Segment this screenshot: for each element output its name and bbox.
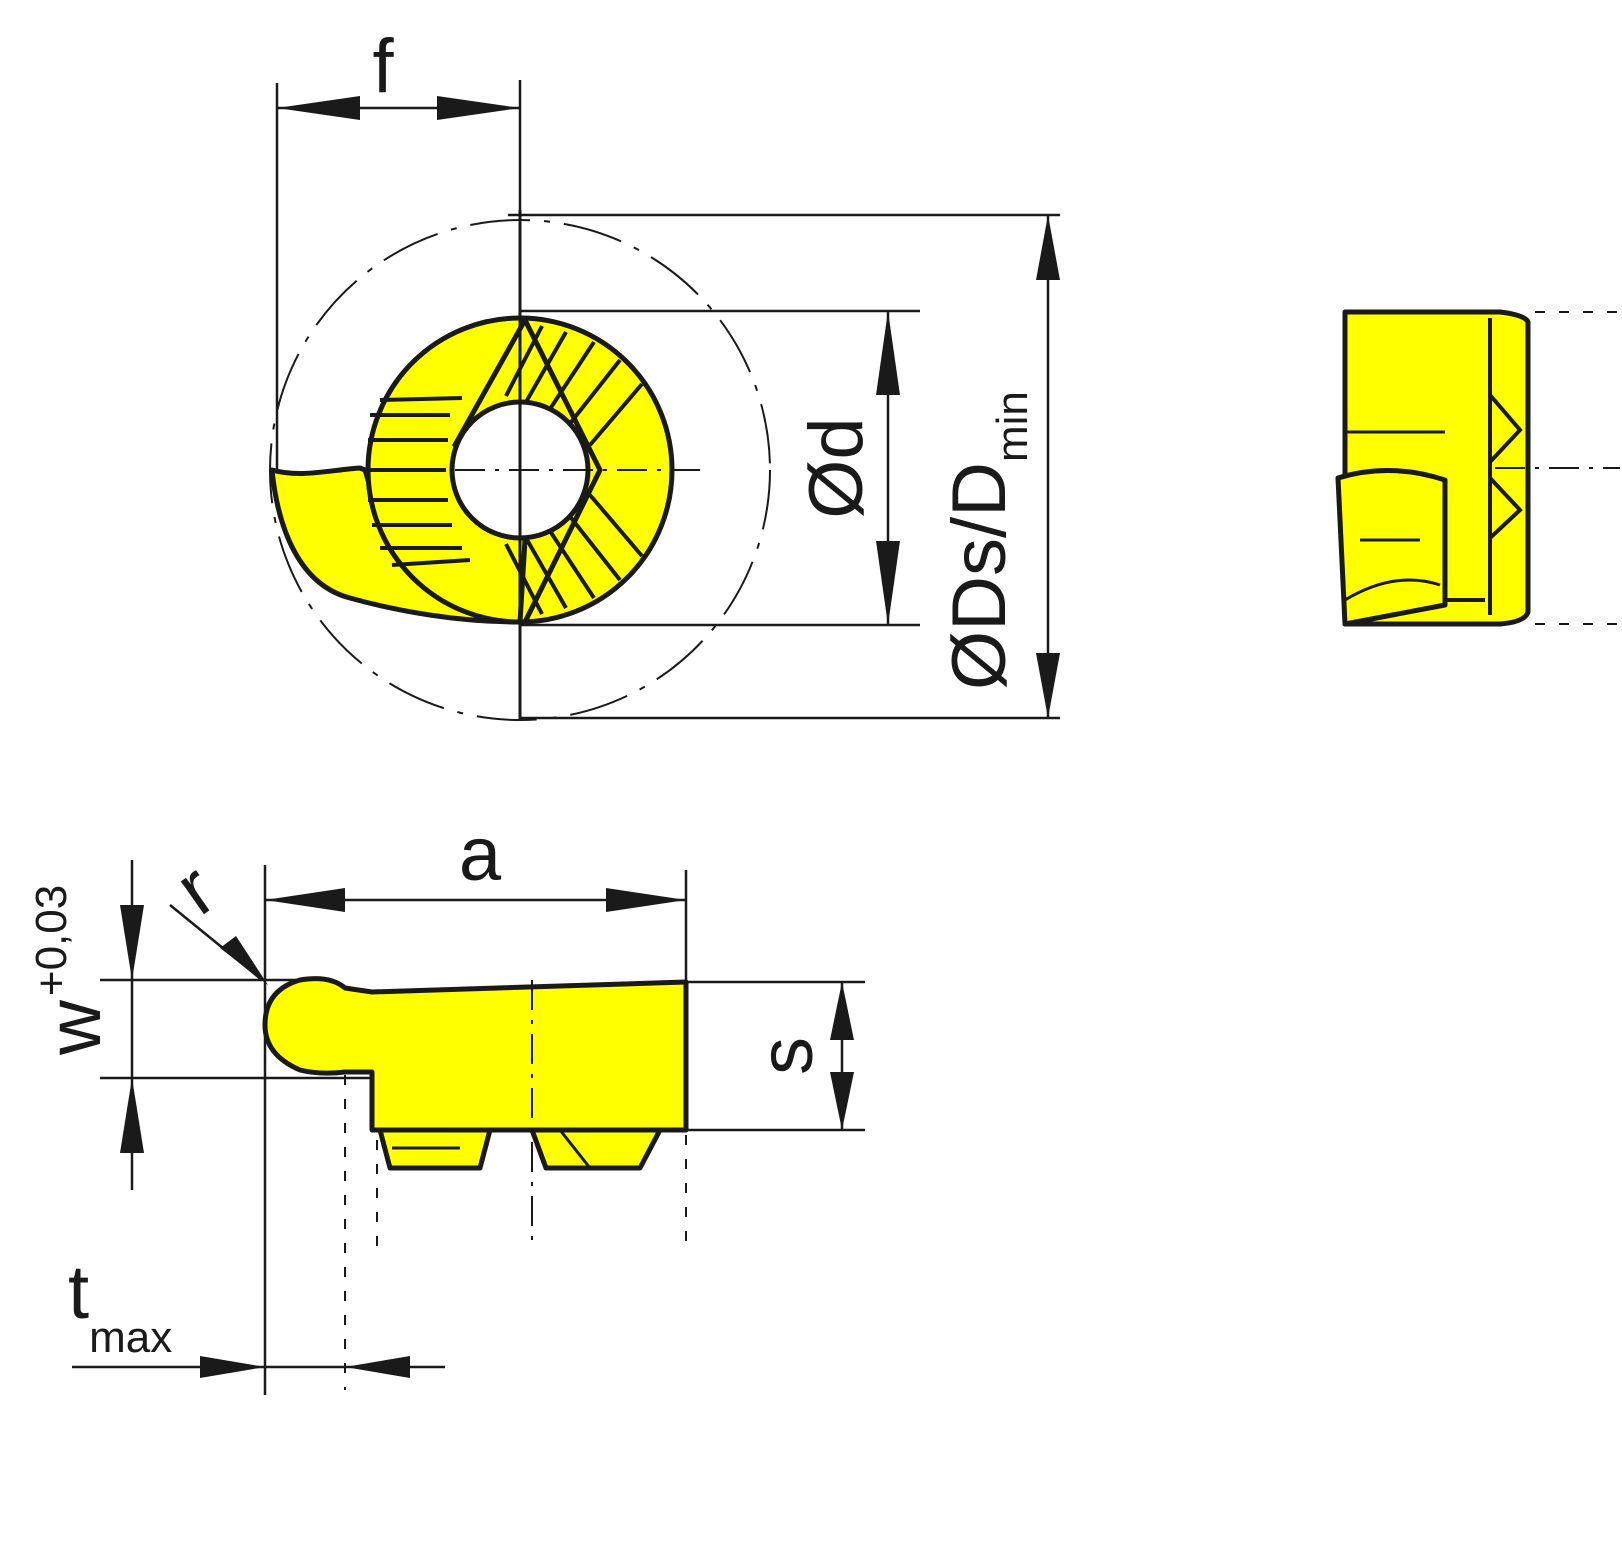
- label-t-subscript: max: [89, 1313, 172, 1362]
- left-ring-slots: [366, 396, 471, 567]
- profile-body: [262, 976, 689, 1133]
- insert-side-view: [1335, 309, 1620, 627]
- right-ring-slots: [504, 325, 644, 615]
- label-f: f: [372, 24, 394, 109]
- label-Ds: ØDs/Dmin: [937, 391, 1037, 690]
- label-Ds-subscript: min: [988, 391, 1037, 462]
- side-front-face: [1335, 467, 1448, 627]
- label-s: s: [744, 1037, 829, 1075]
- label-t: tmax: [68, 1250, 172, 1362]
- label-w-tolerance: +0,03: [27, 885, 76, 996]
- label-d: Ød: [794, 417, 879, 518]
- label-w: w+0,03: [27, 885, 117, 1056]
- label-a: a: [459, 812, 502, 897]
- insert-top-view: f Ød ØDs/Dmin: [269, 24, 1060, 721]
- profile-teeth: [377, 1127, 663, 1171]
- insert-profile-view: a r w+0,03 s tmax: [27, 812, 865, 1395]
- label-r: r: [161, 847, 230, 931]
